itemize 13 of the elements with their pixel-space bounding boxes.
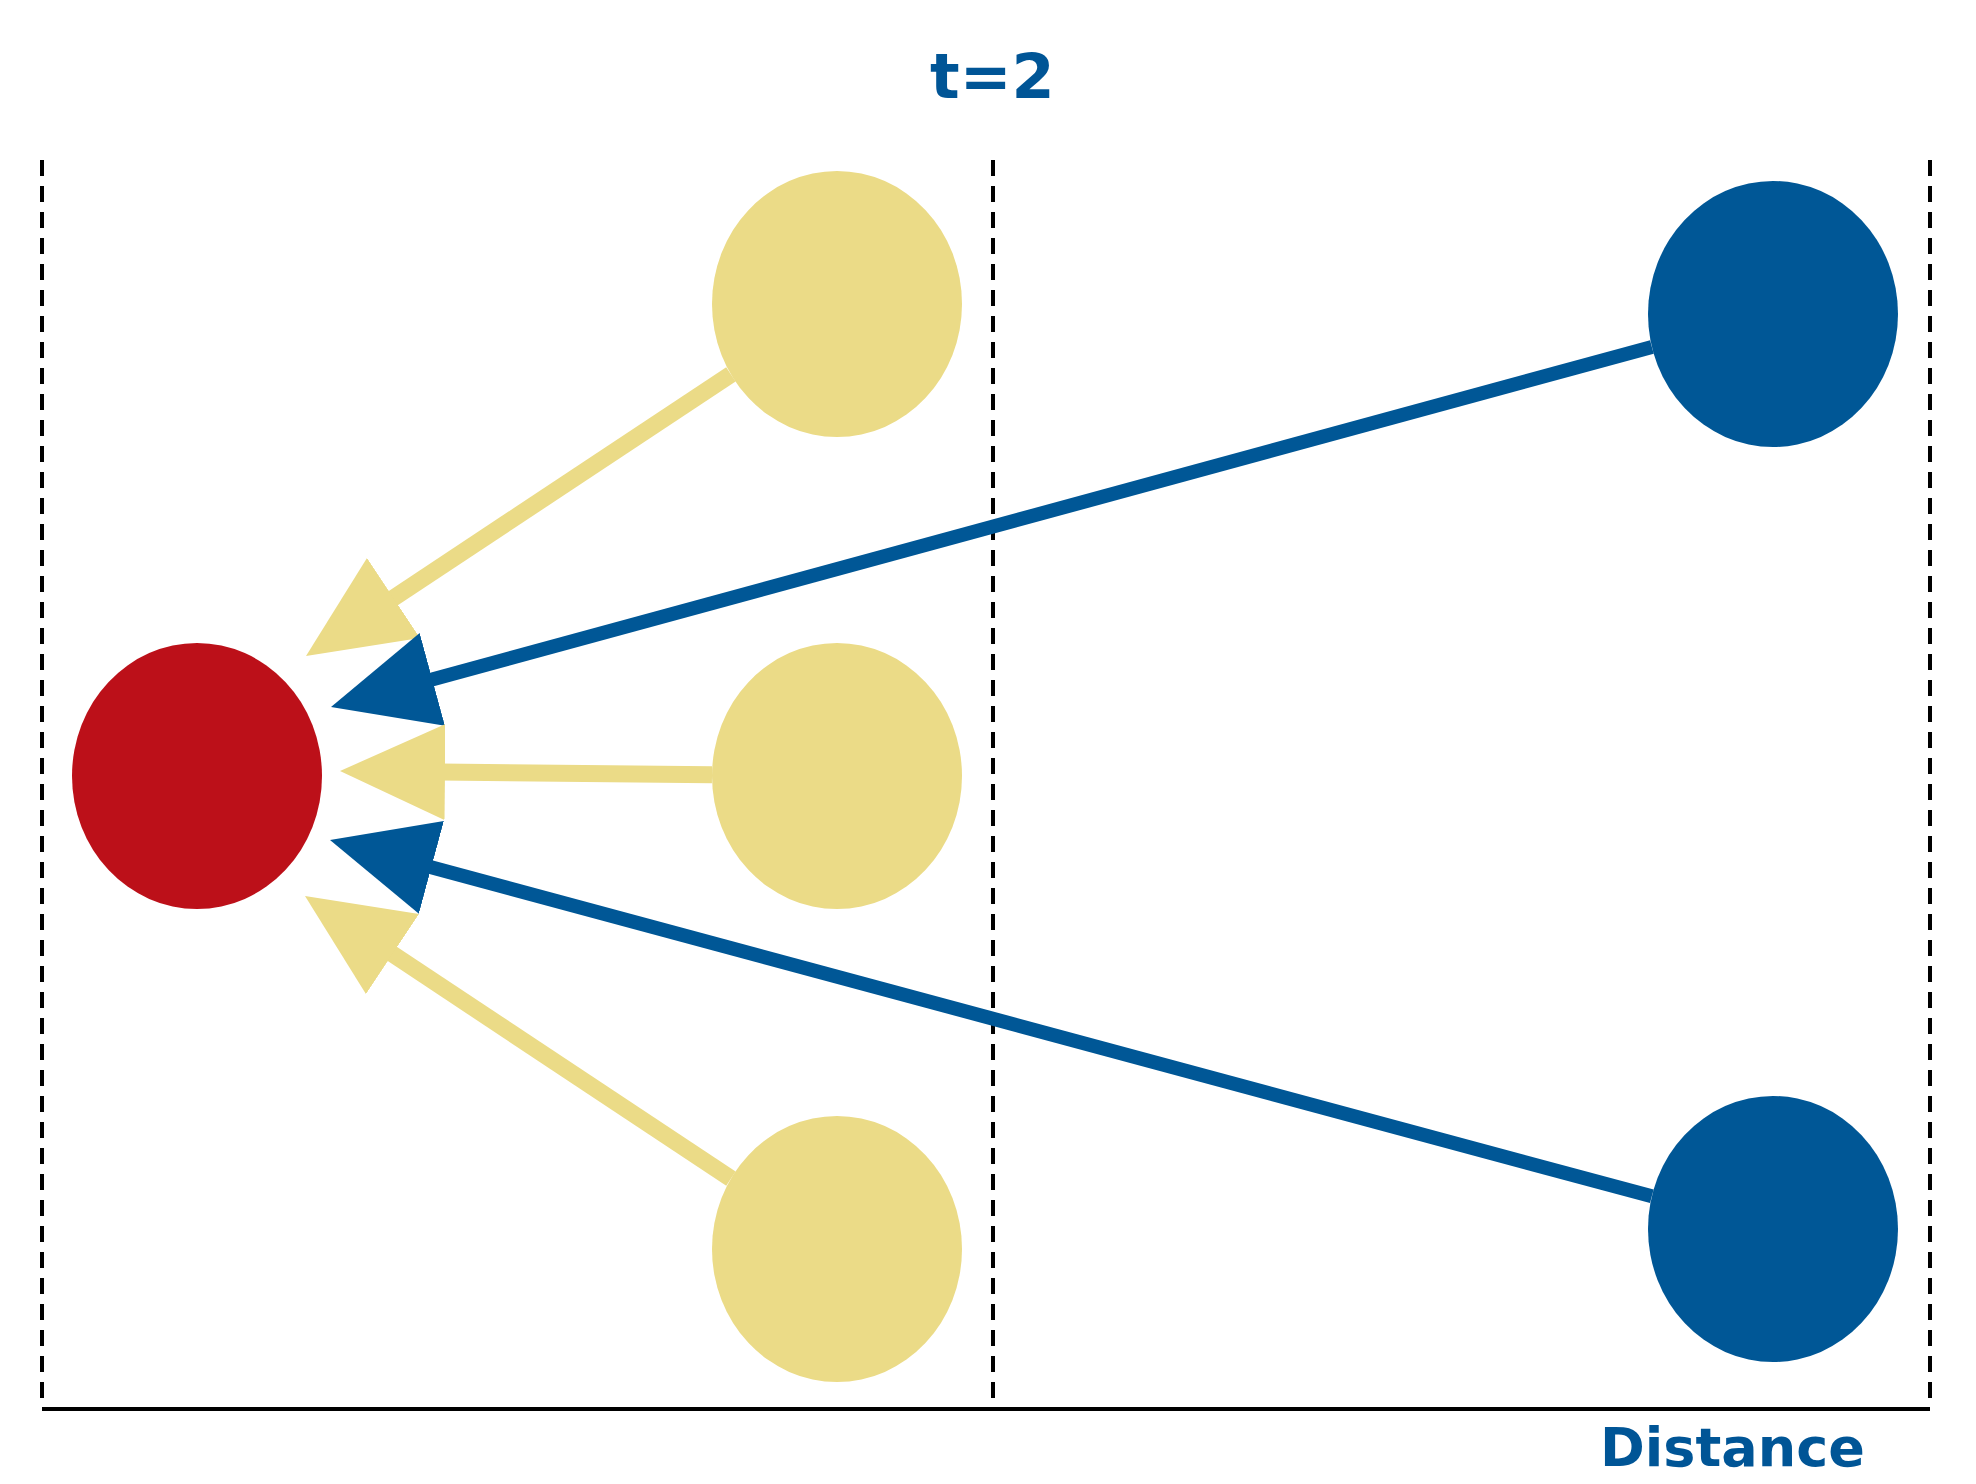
arrow bbox=[330, 821, 1654, 1204]
particle-circle bbox=[1648, 1096, 1898, 1362]
time-label: t=2 bbox=[930, 40, 1055, 113]
particle-circle bbox=[72, 643, 322, 909]
arrow bbox=[306, 367, 736, 656]
particle-circle bbox=[712, 643, 962, 909]
particle-circle bbox=[712, 171, 962, 437]
arrow bbox=[305, 896, 736, 1186]
axis-label: Distance bbox=[1600, 1416, 1865, 1479]
arrow bbox=[340, 724, 713, 821]
arrow bbox=[331, 340, 1654, 726]
particle-circle bbox=[712, 1116, 962, 1382]
particle-circle bbox=[1648, 181, 1898, 447]
